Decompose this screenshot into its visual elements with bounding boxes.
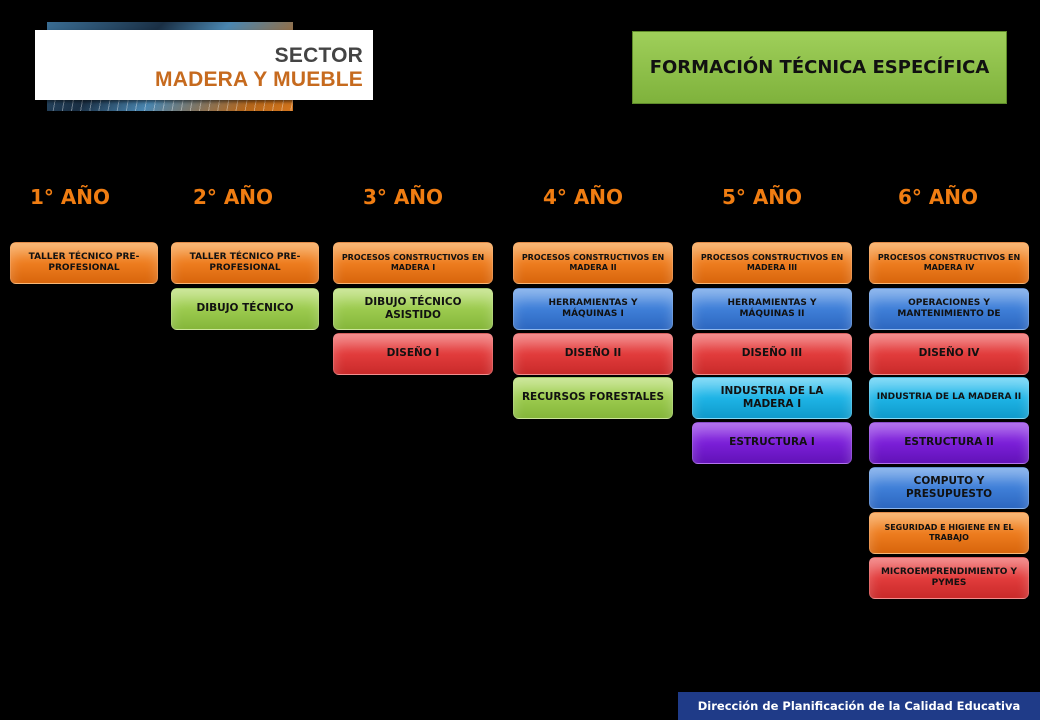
subject-box-year6-7: SEGURIDAD E HIGIENE EN EL TRABAJO (869, 512, 1029, 554)
subject-box-year4-2: HERRAMIENTAS Y MÁQUINAS I (513, 288, 673, 330)
subject-box-year3-1: PROCESOS CONSTRUCTIVOS EN MADERA I (333, 242, 493, 284)
subject-box-year4-4: RECURSOS FORESTALES (513, 377, 673, 419)
year-heading-4: 4° AÑO (542, 185, 624, 209)
footer: Dirección de Planificación de la Calidad… (678, 692, 1040, 720)
subject-box-year6-6: COMPUTO Y PRESUPUESTO (869, 467, 1029, 509)
subject-box-year6-4: INDUSTRIA DE LA MADERA II (869, 377, 1029, 419)
subject-box-year6-8: MICROEMPRENDIMIENTO Y PYMES (869, 557, 1029, 599)
sector-logo: SECTOR MADERA Y MUEBLE (35, 30, 373, 100)
year-heading-3: 3° AÑO (362, 185, 444, 209)
year-heading-1: 1° AÑO (29, 185, 111, 209)
subject-box-year5-3: DISEÑO III (692, 333, 852, 375)
year-heading-6: 6° AÑO (897, 185, 979, 209)
logo-line-2: MADERA Y MUEBLE (155, 68, 363, 91)
subject-box-year4-1: PROCESOS CONSTRUCTIVOS EN MADERA II (513, 242, 673, 284)
subject-box-year6-5: ESTRUCTURA II (869, 422, 1029, 464)
page-title: FORMACIÓN TÉCNICA ESPECÍFICA (632, 31, 1007, 104)
subject-box-year3-3: DISEÑO I (333, 333, 493, 375)
year-heading-5: 5° AÑO (721, 185, 803, 209)
subject-box-year5-5: ESTRUCTURA I (692, 422, 852, 464)
subject-box-year2-1: TALLER TÉCNICO PRE-PROFESIONAL (171, 242, 319, 284)
subject-box-year3-2: DIBUJO TÉCNICO ASISTIDO (333, 288, 493, 330)
subject-box-year6-3: DISEÑO IV (869, 333, 1029, 375)
year-heading-2: 2° AÑO (192, 185, 274, 209)
subject-box-year4-3: DISEÑO II (513, 333, 673, 375)
subject-box-year2-2: DIBUJO TÉCNICO (171, 288, 319, 330)
subject-box-year5-2: HERRAMIENTAS Y MÁQUINAS II (692, 288, 852, 330)
subject-box-year5-1: PROCESOS CONSTRUCTIVOS EN MADERA III (692, 242, 852, 284)
subject-box-year6-2: OPERACIONES Y MANTENIMIENTO DE (869, 288, 1029, 330)
subject-box-year1-1: TALLER TÉCNICO PRE-PROFESIONAL (10, 242, 158, 284)
logo-line-1: SECTOR (274, 44, 363, 67)
subject-box-year5-4: INDUSTRIA DE LA MADERA I (692, 377, 852, 419)
subject-box-year6-1: PROCESOS CONSTRUCTIVOS EN MADERA IV (869, 242, 1029, 284)
